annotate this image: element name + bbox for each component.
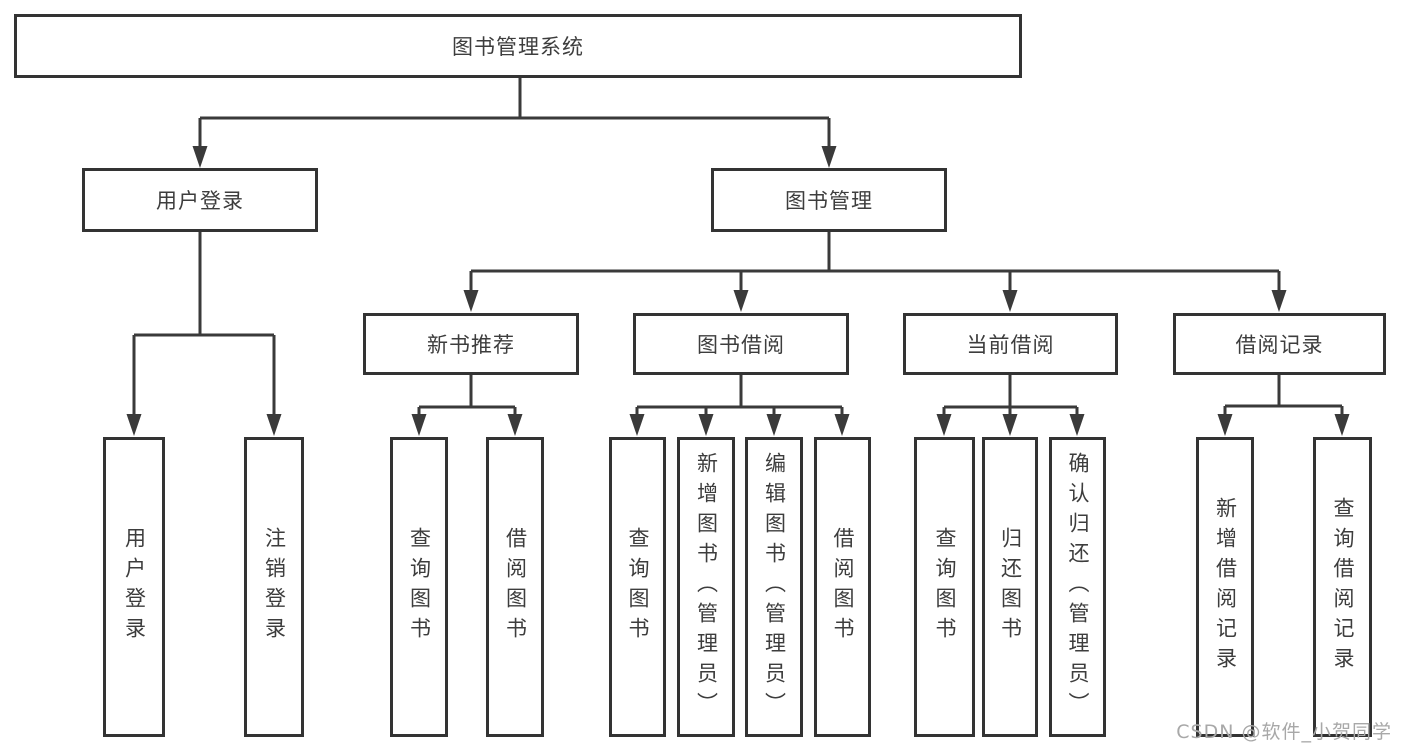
node-book-borrowing: 图书借阅 [633, 313, 849, 375]
node-user-login: 用户登录 [82, 168, 318, 232]
leaf-return-books-label: 归还图书 [998, 527, 1023, 647]
leaf-confirm-return-admin: 确认归还（管理员） [1049, 437, 1106, 737]
node-book-management-label: 图书管理 [785, 189, 873, 213]
node-new-book-recommend: 新书推荐 [363, 313, 579, 375]
leaf-query-books-recommend: 查询图书 [390, 437, 448, 737]
leaf-query-books-borrowing: 查询图书 [609, 437, 666, 737]
leaf-query-books-borrowing-label: 查询图书 [626, 527, 650, 647]
leaf-borrow-books-recommend: 借阅图书 [486, 437, 544, 737]
node-book-management: 图书管理 [711, 168, 947, 232]
node-borrowing-records: 借阅记录 [1173, 313, 1386, 375]
leaf-add-borrow-record: 新增借阅记录 [1196, 437, 1254, 737]
leaf-query-borrow-record-label: 查询借阅记录 [1331, 497, 1355, 677]
node-root-system: 图书管理系统 [14, 14, 1022, 78]
leaf-user-login: 用户登录 [103, 437, 165, 737]
csdn-watermark: CSDN @软件_小贺同学 [1176, 721, 1392, 743]
leaf-edit-book-admin-label: 编辑图书（管理员） [762, 452, 787, 722]
leaf-query-books-current: 查询图书 [914, 437, 975, 737]
leaf-edit-book-admin: 编辑图书（管理员） [745, 437, 803, 737]
node-new-book-recommend-label: 新书推荐 [427, 333, 515, 357]
node-user-login-label: 用户登录 [156, 189, 244, 213]
leaf-add-book-admin-label: 新增图书（管理员） [694, 452, 719, 722]
node-current-borrowing-label: 当前借阅 [966, 333, 1055, 357]
leaf-logout-label: 注销登录 [262, 527, 287, 647]
leaf-query-books-current-label: 查询图书 [933, 527, 957, 647]
leaf-add-book-admin: 新增图书（管理员） [677, 437, 735, 737]
node-root-system-label: 图书管理系统 [452, 35, 584, 59]
leaf-borrow-books-borrowing: 借阅图书 [814, 437, 871, 737]
leaf-return-books: 归还图书 [982, 437, 1038, 737]
leaf-query-books-recommend-label: 查询图书 [407, 527, 432, 647]
node-book-borrowing-label: 图书借阅 [697, 333, 785, 357]
leaf-borrow-books-borrowing-label: 借阅图书 [831, 527, 855, 647]
leaf-confirm-return-admin-label: 确认归还（管理员） [1066, 452, 1090, 722]
node-current-borrowing: 当前借阅 [903, 313, 1118, 375]
leaf-user-login-label: 用户登录 [122, 527, 147, 647]
leaf-logout: 注销登录 [244, 437, 304, 737]
leaf-query-borrow-record: 查询借阅记录 [1313, 437, 1372, 737]
leaf-add-borrow-record-label: 新增借阅记录 [1213, 497, 1238, 677]
leaf-borrow-books-recommend-label: 借阅图书 [503, 527, 528, 647]
node-borrowing-records-label: 借阅记录 [1235, 333, 1324, 357]
